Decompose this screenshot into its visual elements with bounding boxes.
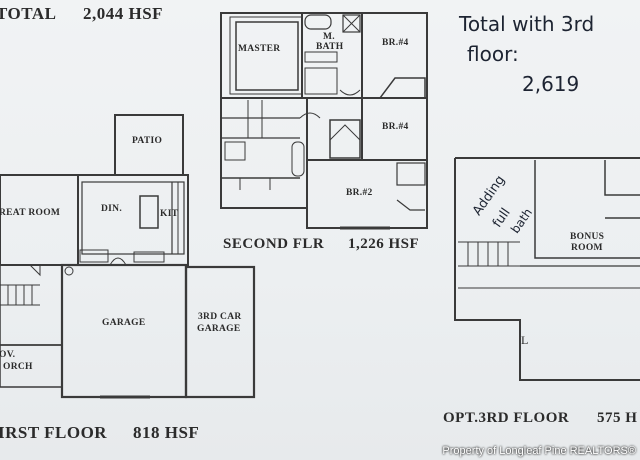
- total-label: TOTAL: [0, 4, 57, 23]
- room-third-car-2: GARAGE: [197, 324, 241, 334]
- second-floor-plan: [220, 12, 428, 230]
- third-floor-area: 575 H: [597, 410, 638, 426]
- room-garage: GARAGE: [102, 318, 146, 328]
- second-floor-area: 1,226 HSF: [348, 236, 420, 252]
- first-floor-title: IRST FLOOR: [0, 423, 108, 442]
- room-bedroom-4-top: BR.#4: [382, 38, 409, 48]
- room-kitchen: KIT: [160, 209, 179, 219]
- room-master: MASTER: [238, 44, 281, 54]
- room-great-room: REAT ROOM: [0, 208, 61, 218]
- room-patio: PATIO: [132, 136, 163, 146]
- first-floor-area: 818 HSF: [133, 423, 200, 442]
- handwritten-note-line2: floor:: [467, 42, 519, 66]
- third-floor-title: OPT.3RD FLOOR: [443, 410, 570, 426]
- room-porch-1: OV.: [0, 350, 16, 360]
- room-bedroom-4-mid: BR.#4: [382, 122, 409, 132]
- room-bonus-1: BONUS: [570, 232, 605, 242]
- third-floor-plan: [454, 157, 640, 381]
- room-porch-2: ORCH: [3, 362, 33, 372]
- room-third-car-1: 3RD CAR: [198, 312, 242, 322]
- handwritten-note-line1: Total with 3rd: [459, 12, 595, 36]
- room-bonus-2: ROOM: [571, 243, 603, 253]
- total-value: 2,044 HSF: [83, 4, 164, 23]
- room-dining: DIN.: [101, 204, 122, 214]
- first-floor-plan: [0, 114, 256, 399]
- second-floor-title: SECOND FLR: [223, 236, 325, 252]
- handwritten-note-line3: 2,619: [522, 72, 580, 96]
- room-master-bath-2: BATH: [316, 42, 344, 52]
- stair-mark: L: [521, 333, 529, 347]
- watermark: Property of Longleaf Pine REALTORS®: [442, 445, 636, 457]
- room-bedroom-2: BR.#2: [346, 188, 373, 198]
- room-master-bath-1: M.: [323, 32, 335, 42]
